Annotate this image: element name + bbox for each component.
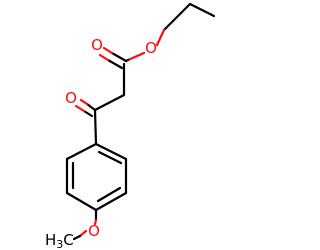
bond-ketone-c-o-double-1b xyxy=(79,98,89,106)
ring-bond-6 xyxy=(65,142,98,161)
bond-ketone-c-o-double-2b xyxy=(74,104,86,113)
bond-ester-c-o-double-1 xyxy=(110,51,128,63)
bond-methoxy-o-c-a xyxy=(78,229,88,238)
bond-methoxy-o-c-b xyxy=(72,234,82,241)
structure-canvas: O O O O H3C xyxy=(45,2,216,250)
atom-ester-carbonyl-o: O xyxy=(91,36,103,54)
bond-ether-o-carbonyl-c xyxy=(126,51,146,62)
bond-ethyl-ch3-ch2 xyxy=(188,2,216,18)
atom-ketone-o: O xyxy=(65,89,77,107)
molecule-structure: O O O O H3C xyxy=(45,2,216,250)
methoxy-h: H xyxy=(45,231,56,249)
bond-ketone-c-o-double-2 xyxy=(82,109,94,118)
methoxy-subscript: 3 xyxy=(56,238,63,250)
ring-bond-4 xyxy=(65,191,98,212)
bond-ring-methoxy-o-b xyxy=(93,218,98,226)
bond-ester-c-o-double-1b xyxy=(102,46,114,55)
bond-ester-c-o-double-2 xyxy=(106,58,124,70)
bond-ch2-ketone-c xyxy=(93,93,126,112)
bond-ethyl-ch2-o xyxy=(162,2,192,32)
bond-ethyl-o-seg xyxy=(155,28,166,47)
ring-bond-3 xyxy=(94,191,128,212)
atom-methoxy-ch3: H3C xyxy=(45,231,74,250)
ring-double-1 xyxy=(97,150,123,165)
ring-bond-1 xyxy=(94,142,128,161)
bond-ester-c-o-double-2b xyxy=(98,53,110,62)
bond-ketone-c-o-double-1 xyxy=(85,102,97,112)
bond-ketone-c-ring xyxy=(93,108,98,146)
atom-ester-ether-o: O xyxy=(145,39,157,57)
atom-methoxy-o: O xyxy=(88,222,100,240)
methoxy-c: C xyxy=(63,231,73,249)
ring-double-2 xyxy=(96,186,122,203)
